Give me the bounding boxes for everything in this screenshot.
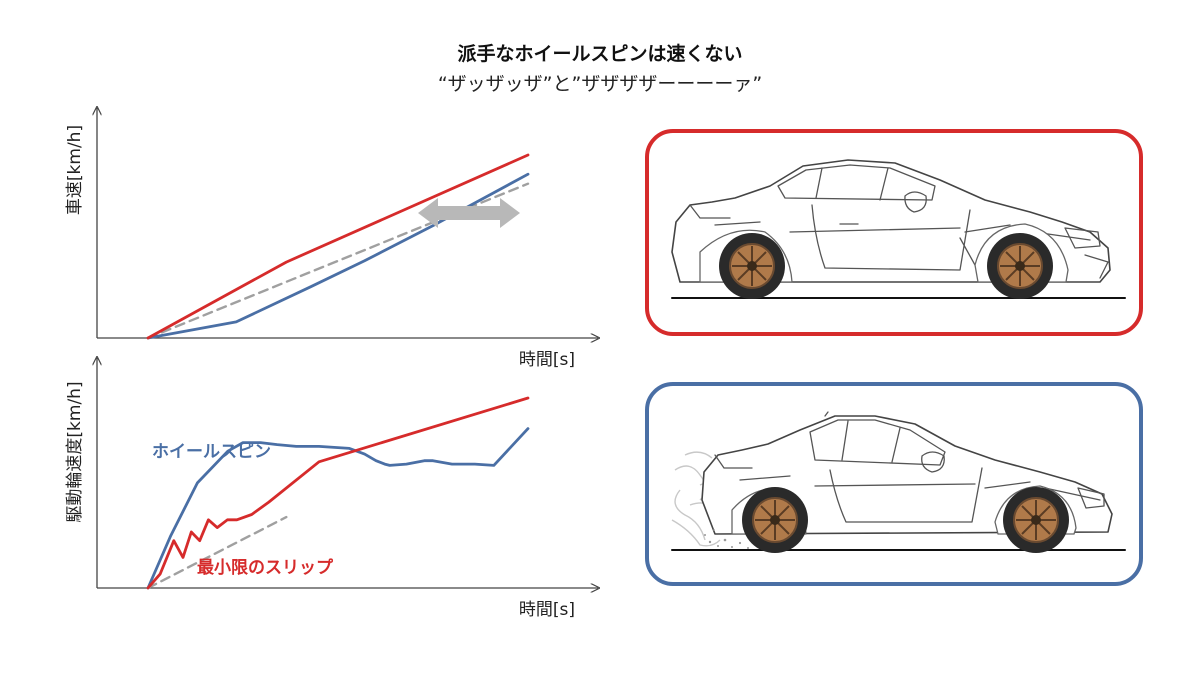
car-panel-top	[645, 129, 1143, 336]
wheel-front-top	[987, 233, 1053, 299]
chart2-ylabel: 駆動輪速度[km/h]	[65, 381, 85, 522]
wheel-front-bottom	[1003, 487, 1069, 553]
chart1-blue-line	[146, 172, 530, 340]
chart1-dashed-reference-line	[146, 182, 530, 340]
car-panel-bottom	[645, 382, 1143, 586]
chart1-ylabel: 車速[km/h]	[65, 125, 85, 215]
drive-wheel-speed-chart: 駆動輪速度[km/h] 時間[s] ホイールスピン 最小限のスリップ	[65, 358, 598, 620]
minimal-slip-label: 最小限のスリップ	[197, 557, 334, 578]
wheel-rear-bottom	[742, 487, 808, 553]
chart1-xlabel: 時間[s]	[519, 350, 575, 370]
page-subtitle: “ザッザッザ”と”ザザザザーーーーァ”	[438, 73, 762, 95]
gravel-debris	[704, 529, 749, 549]
chart2-blue-line	[146, 427, 530, 590]
vehicle-speed-chart: 車速[km/h] 時間[s]	[65, 108, 598, 370]
wheel-rear-top	[719, 233, 785, 299]
chart2-red-line	[146, 396, 530, 590]
double-arrow-icon	[418, 198, 520, 228]
chart1-red-line	[146, 153, 530, 340]
wheelspin-label: ホイールスピン	[152, 442, 271, 462]
chart2-xlabel: 時間[s]	[519, 600, 575, 620]
chart2-dashed-reference-line	[146, 515, 288, 590]
page-title: 派手なホイールスピンは速くない	[457, 42, 742, 65]
